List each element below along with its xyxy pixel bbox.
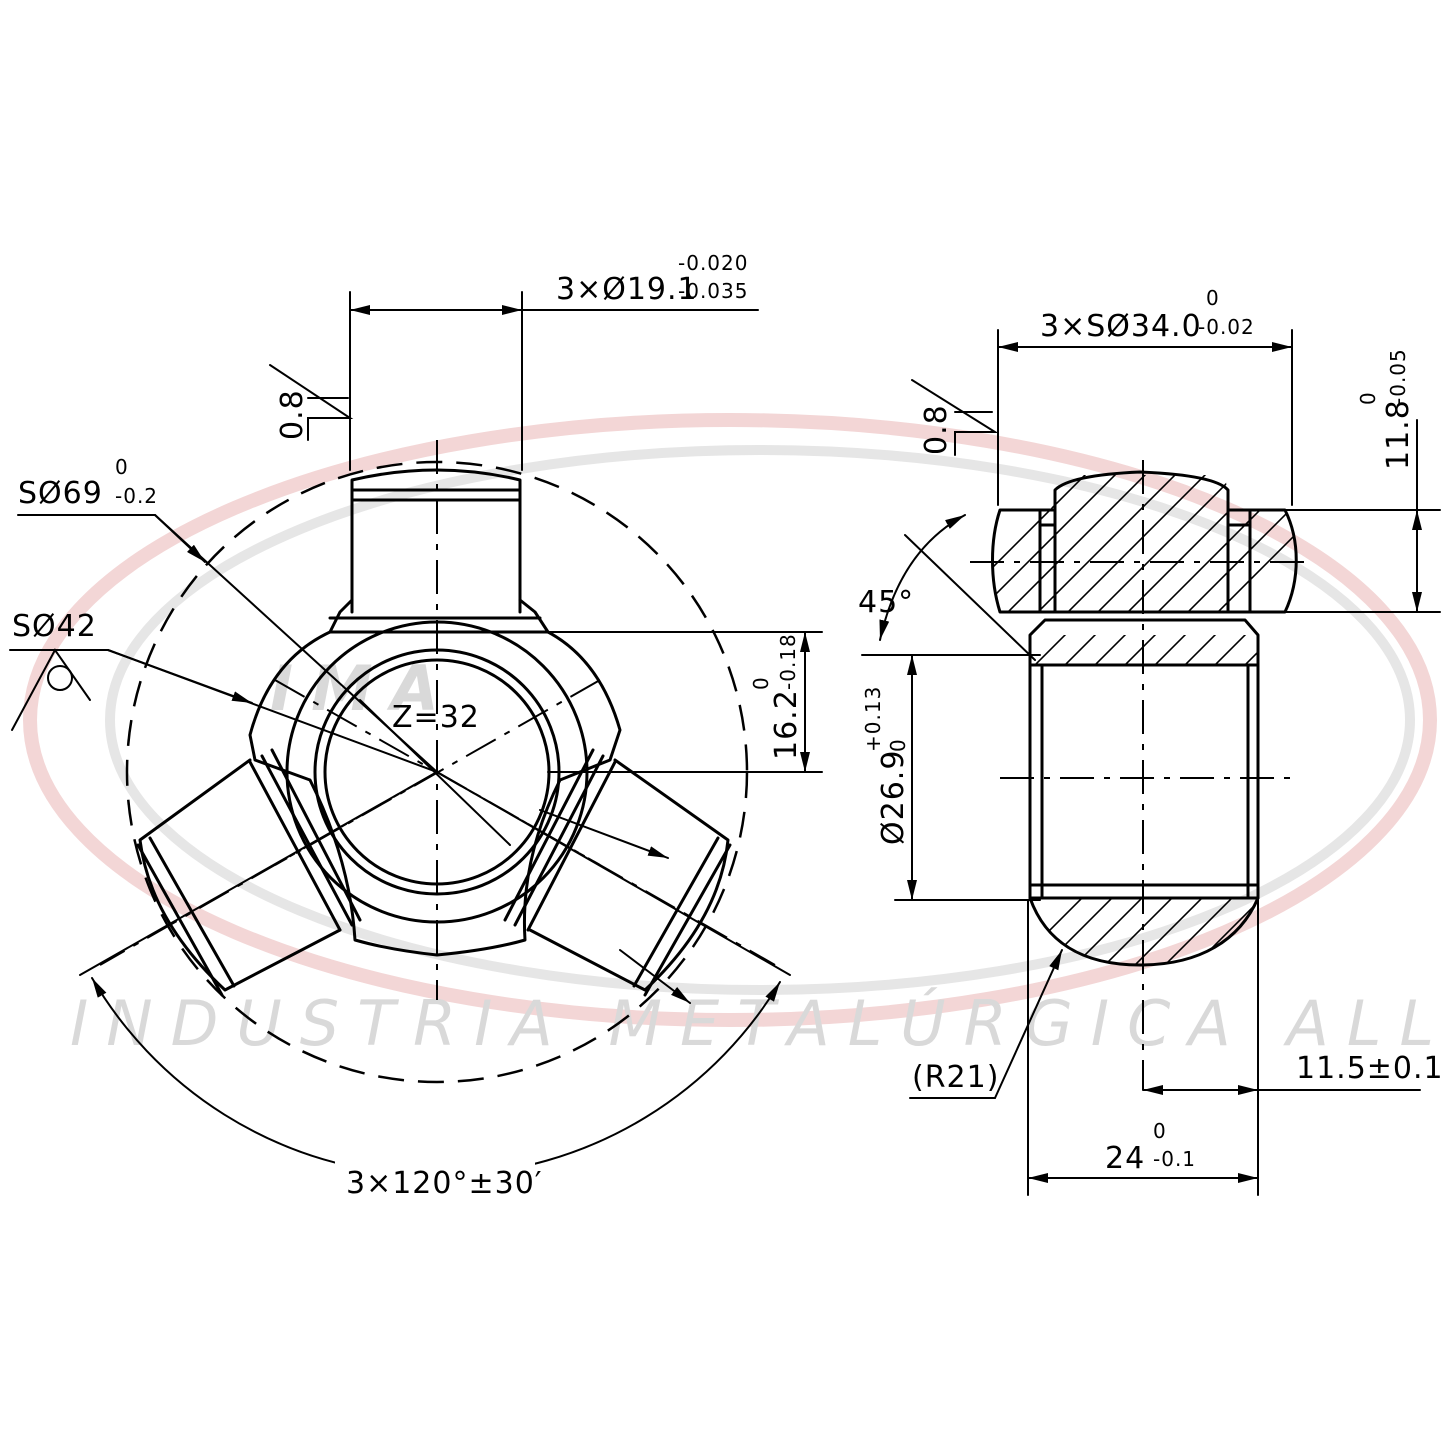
- roller-sphere-dimension: 3×SØ34.0 0 -0.02: [997, 286, 1293, 506]
- spline-label: Z=32: [392, 700, 480, 735]
- outer-sphere-dimension: SØ69 0 -0.2: [17, 455, 438, 773]
- height-upper: 0: [749, 676, 773, 690]
- lower-right-trunnion: [503, 748, 732, 997]
- trunnion-dia-dimension: 3×Ø19.1 -0.020 -0.035: [349, 251, 759, 471]
- hatch-mid: [1030, 635, 1258, 665]
- bore-upper: +0.13: [861, 686, 885, 752]
- angle-value: 3×120°±30′: [346, 1166, 543, 1201]
- height-dimension: 16.2 0 -0.18: [547, 631, 823, 773]
- chamfer-value: 45°: [858, 585, 914, 620]
- roller-width-upper: 0: [1356, 391, 1380, 405]
- bore-value: Ø26.9: [876, 750, 911, 845]
- watermark-ellipse-red: [23, 413, 1437, 1027]
- height-lower: -0.18: [776, 633, 800, 690]
- width-lower: -0.1: [1153, 1147, 1196, 1171]
- trunnion-dia-value: 3×Ø19.1: [556, 272, 698, 307]
- height-value: 16.2: [769, 689, 804, 760]
- roller-sphere-lower: -0.02: [1198, 315, 1255, 339]
- width-dimension: 24 0 -0.1: [1027, 899, 1259, 1196]
- section-arrow-upper: [539, 809, 669, 859]
- trunnion-dia-lower: -0.035: [678, 279, 748, 303]
- watermark: IMA INDUSTRIA METALÚRGICA ALLI: [23, 413, 1445, 1060]
- outer-sphere-upper: 0: [115, 455, 129, 479]
- surface-finish-side-value: 0.8: [919, 404, 954, 455]
- angle-dimension: 3×120°±30′: [79, 771, 791, 1201]
- offset-dimension: 11.5±0.1: [1142, 899, 1444, 1196]
- roller-width-lower: -0.05: [1386, 348, 1410, 405]
- radius-value: (R21): [912, 1060, 999, 1095]
- roller-width-value: 11.8: [1381, 399, 1416, 470]
- watermark-company: INDUSTRIA METALÚRGICA ALLI: [70, 987, 1445, 1060]
- offset-value: 11.5±0.1: [1296, 1051, 1444, 1086]
- top-trunnion: [328, 468, 550, 634]
- roller-width-dimension: 11.8 0 -0.05: [1284, 348, 1441, 613]
- roller-sphere-upper: 0: [1206, 286, 1220, 310]
- trunnion-head: [1053, 470, 1230, 614]
- outer-sphere-lower: -0.2: [115, 484, 158, 508]
- roller-top: [991, 508, 1042, 614]
- outer-sphere-value: SØ69: [18, 476, 103, 511]
- hub-body: [248, 630, 622, 957]
- surface-finish-front-value: 0.8: [275, 389, 310, 440]
- surface-finish-side: 0.8: [911, 379, 999, 456]
- side-view: 3×SØ34.0 0 -0.02 0.8 11.8 0 -0.05 45°: [858, 286, 1444, 1196]
- roller-sphere-value: 3×SØ34.0: [1040, 309, 1202, 344]
- trunnion-dia-upper: -0.020: [678, 251, 748, 275]
- inner-sphere-value: SØ42: [12, 609, 97, 644]
- body-lower: [1028, 896, 1260, 967]
- bore-dimension: Ø26.9 +0.13 0: [861, 654, 1041, 901]
- width-upper: 0: [1153, 1119, 1167, 1143]
- bore-lower: 0: [886, 738, 910, 752]
- width-value: 24: [1105, 1141, 1145, 1176]
- inner-sphere-dimension: SØ42: [9, 609, 438, 773]
- surface-finish-front: 0.8: [269, 364, 354, 441]
- chamfer-dimension: 45°: [858, 514, 1036, 661]
- front-view: Z=32 3×Ø19.1 -0.020 -0.035 0.8 SØ69 0 -0…: [9, 251, 823, 1201]
